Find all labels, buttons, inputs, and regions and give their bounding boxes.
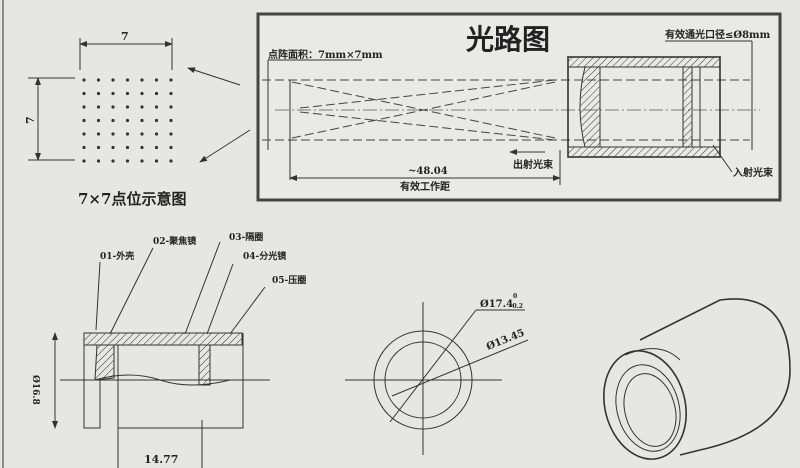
grid-dot: [82, 159, 86, 163]
dot-grid-figure: 7 7 7×7点位示意图: [24, 30, 251, 208]
grid-dot: [96, 132, 101, 136]
diameter-dimension: Ø16.8: [30, 375, 41, 405]
grid-dot: [169, 91, 173, 96]
grid-dot: [96, 91, 101, 96]
grid-dot: [140, 145, 144, 150]
grid-dot: [125, 118, 130, 123]
grid-dot: [169, 132, 173, 136]
grid-dot: [82, 78, 86, 82]
grid-dot: [169, 78, 173, 82]
part-label-01: 01-外壳: [100, 250, 134, 262]
working-distance-label: 有效工作距: [400, 180, 450, 193]
grid-dot: [154, 91, 159, 96]
grid-dot: [169, 159, 173, 163]
grid-dot: [82, 132, 86, 136]
grid-dot: [82, 145, 86, 150]
output-beam-label: 出射光束: [513, 158, 554, 171]
dot-grid-height-label: 7: [24, 116, 37, 124]
grid-dot: [96, 105, 101, 109]
grid-dot: [82, 118, 86, 123]
grid-dot: [140, 159, 144, 163]
grid-dot: [140, 78, 144, 82]
outer-diameter: Ø17.4: [480, 299, 513, 310]
grid-dot: [96, 159, 101, 163]
dot-grid: [82, 78, 173, 163]
working-distance-value: ~48.04: [408, 166, 448, 177]
grid-dot: [140, 118, 144, 123]
grid-dot: [154, 105, 159, 109]
input-beam-label: 入射光束: [733, 166, 774, 179]
outer-tolerance-upper: 0: [513, 293, 517, 300]
length-dimension: 14.77: [144, 453, 178, 466]
section-view: 01-外壳 02-聚焦镜 03-隔圈 04-分光镜 05-压圈 Ø16.8 14…: [30, 231, 306, 468]
optical-path-title: 光路图: [465, 23, 550, 56]
grid-dot: [140, 132, 144, 136]
grid-dot: [125, 132, 130, 136]
grid-dot: [111, 105, 115, 109]
grid-dot: [169, 145, 173, 150]
grid-dot: [125, 145, 130, 150]
grid-dot: [96, 78, 101, 82]
grid-dot: [154, 78, 159, 82]
part-label-05: 05-压圈: [272, 275, 306, 286]
spot-area-label: 点阵面积：7mm×7mm: [268, 48, 383, 61]
grid-dot: [154, 118, 159, 123]
part-label-03: 03-隔圈: [229, 231, 263, 243]
grid-dot: [96, 118, 101, 123]
grid-dot: [111, 145, 115, 150]
grid-dot: [169, 105, 173, 109]
optical-path-diagram: 光路图 点阵面积：7mm×7mm 有效通光口径≤Ø8mm ~48.04 有效工作…: [256, 12, 782, 202]
isometric-view: [603, 298, 791, 460]
grid-dot: [125, 78, 130, 82]
part-label-04: 04-分光镜: [243, 250, 286, 262]
dot-grid-caption: 7×7点位示意图: [78, 190, 186, 208]
end-view: Ø17.4 0 -0.2 Ø13.45: [345, 293, 529, 455]
grid-dot: [111, 78, 115, 82]
dot-grid-width-label: 7: [121, 30, 129, 43]
grid-dot: [169, 118, 173, 123]
grid-dot: [111, 91, 115, 96]
grid-dot: [125, 91, 130, 96]
grid-dot: [140, 91, 144, 96]
grid-dot: [125, 159, 130, 163]
grid-dot: [111, 159, 115, 163]
part-label-02: 02-聚焦镜: [153, 235, 196, 247]
outer-tolerance-lower: -0.2: [510, 303, 523, 310]
grid-dot: [111, 132, 115, 136]
grid-dot: [111, 118, 115, 123]
aperture-label: 有效通光口径≤Ø8mm: [665, 28, 771, 41]
grid-dot: [140, 105, 144, 109]
grid-dot: [82, 105, 86, 109]
grid-dot: [82, 91, 86, 96]
grid-dot: [125, 105, 130, 109]
part-labels: 01-外壳 02-聚焦镜 03-隔圈 04-分光镜 05-压圈: [100, 231, 306, 286]
grid-dot: [96, 145, 101, 150]
grid-dot: [154, 145, 159, 150]
grid-dot: [154, 132, 159, 136]
grid-dot: [154, 159, 159, 163]
